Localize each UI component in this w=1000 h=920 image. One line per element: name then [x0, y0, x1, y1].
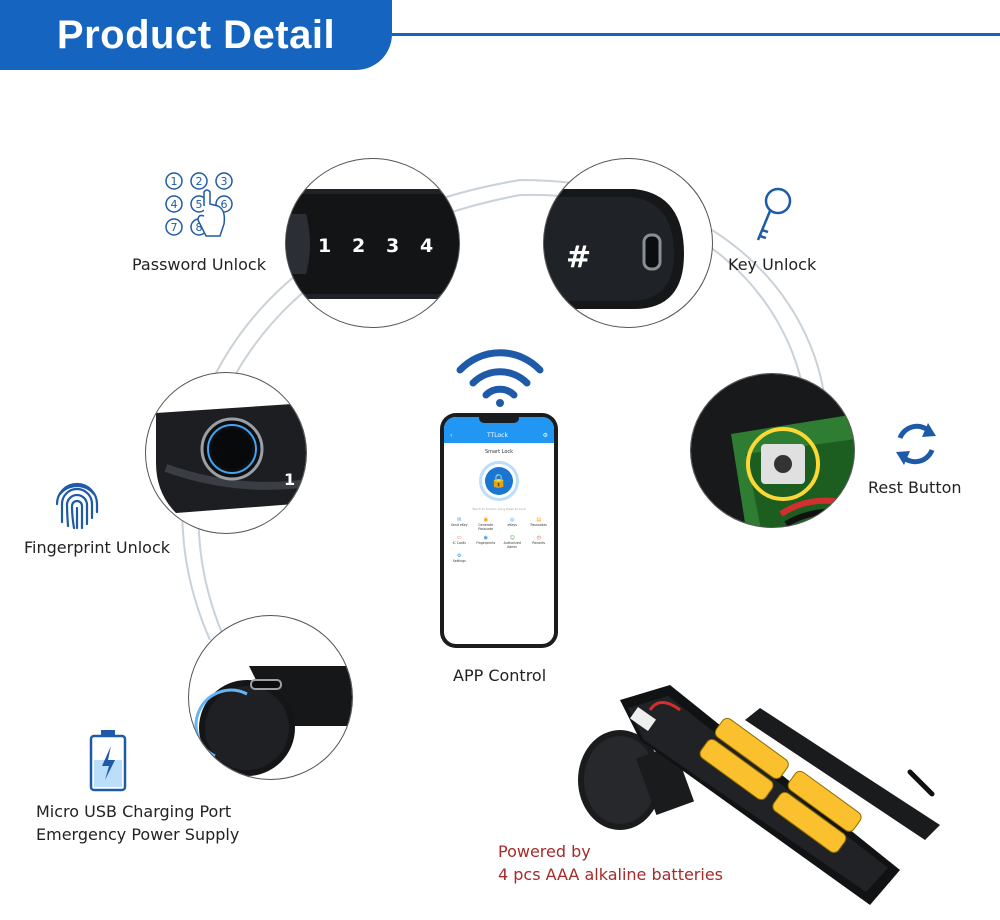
- key-zoom: #: [543, 158, 713, 328]
- handle-digit: 1: [318, 235, 331, 257]
- handle-digit-one: 1: [284, 470, 295, 489]
- app-title: TTLock: [487, 432, 508, 439]
- page-title: Product Detail: [56, 12, 336, 57]
- reset-zoom: [690, 373, 855, 528]
- battery-powered-label: Powered by: [498, 842, 591, 861]
- key-unlock-label: Key Unlock: [728, 255, 817, 274]
- menu-item[interactable]: ▭IC Cards: [452, 535, 466, 545]
- menu-item[interactable]: ◷Records: [532, 535, 546, 545]
- fingerprint-zoom: 1: [145, 372, 307, 534]
- settings-icon[interactable]: ⚙: [542, 432, 548, 439]
- menu-grid: ✉Send eKey ▣Generate Passcode ◎eKeys ▤Pa…: [444, 511, 554, 563]
- back-icon[interactable]: ‹: [450, 432, 453, 439]
- smartphone-mockup: ‹ TTLock ⚙ Smart Lock 🔒 Touch to Unlock,…: [440, 413, 558, 648]
- menu-item[interactable]: ▣Generate Passcode: [478, 517, 494, 531]
- usb-zoom: [188, 615, 353, 780]
- handle-digit: 3: [386, 235, 399, 257]
- password-unlock-label: Password Unlock: [132, 255, 266, 274]
- handle-digit: 4: [420, 235, 433, 257]
- menu-item[interactable]: ☺Authorized Admin: [503, 535, 521, 549]
- header-banner: Product Detail: [0, 0, 392, 70]
- menu-item[interactable]: ◉Fingerprints: [476, 535, 496, 545]
- battery-type-label: 4 pcs AAA alkaline batteries: [498, 865, 724, 884]
- emergency-power-label: Emergency Power Supply: [36, 825, 240, 844]
- keypad-key: 2: [196, 175, 203, 188]
- battery-charging-icon: [89, 730, 127, 792]
- keypad-key: 4: [171, 198, 178, 211]
- fingerprint-unlock-label: Fingerprint Unlock: [24, 538, 171, 557]
- keypad-key: 8: [196, 221, 203, 234]
- lock-hint: Touch to Unlock, Long Press to Lock: [472, 507, 526, 511]
- menu-item[interactable]: ▤Passcodes: [530, 517, 547, 527]
- phone-screen: ‹ TTLock ⚙ Smart Lock 🔒 Touch to Unlock,…: [444, 417, 554, 644]
- keypad-key: 6: [221, 198, 228, 211]
- password-zoom: 1 2 3 4: [285, 158, 460, 328]
- reset-button-label: Rest Button: [868, 478, 962, 497]
- keypad-key: 5: [196, 198, 203, 211]
- lock-icon: 🔒: [485, 467, 513, 495]
- header-rule: [392, 33, 1000, 36]
- battery-compartment-illustration: [578, 685, 940, 905]
- keypad-icon: 1 2 3 4 5 6 7 8: [165, 172, 233, 237]
- lock-button[interactable]: 🔒: [479, 461, 519, 501]
- phone-notch: [479, 417, 519, 423]
- menu-item[interactable]: ⚙Settings: [452, 553, 466, 563]
- hash-symbol: #: [566, 240, 591, 275]
- screen-title: Smart Lock: [484, 449, 514, 455]
- key-icon: [756, 187, 792, 241]
- handle-digit: 2: [352, 235, 365, 257]
- usb-port-label: Micro USB Charging Port: [36, 802, 232, 821]
- menu-item[interactable]: ◎eKeys: [507, 517, 517, 527]
- refresh-icon: [896, 423, 936, 465]
- app-control-label: APP Control: [453, 666, 547, 685]
- keypad-key: 7: [171, 221, 178, 234]
- keypad-key: 3: [221, 175, 228, 188]
- keypad-key: 1: [171, 175, 178, 188]
- wifi-icon: [456, 349, 544, 407]
- menu-item[interactable]: ✉Send eKey: [450, 517, 468, 527]
- fingerprint-icon: [55, 482, 99, 530]
